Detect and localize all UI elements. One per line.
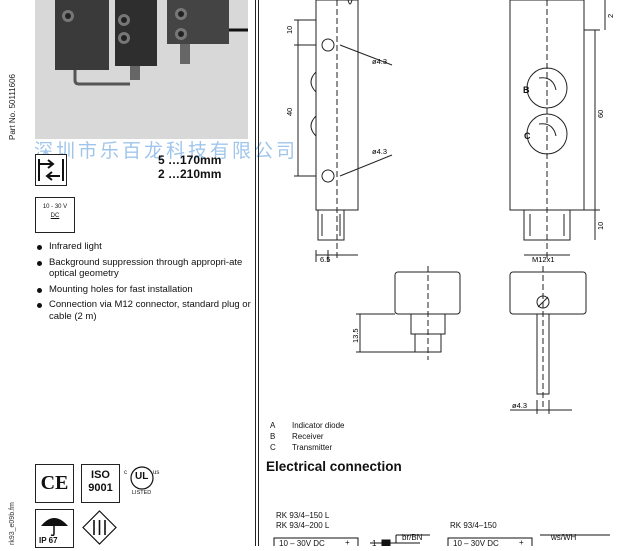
hole-diameter-dim: ø4.3 xyxy=(372,147,387,156)
ce-text: CE xyxy=(40,472,69,494)
ul-c-text: c xyxy=(124,470,127,476)
ip67-mark: IP 67 xyxy=(35,509,74,548)
feature-item: Background suppression through appropri-… xyxy=(36,257,251,280)
legend-text: Indicator diode xyxy=(292,421,345,430)
iso-9001-mark: ISO 9001 xyxy=(81,464,120,503)
feature-item: Infrared light xyxy=(36,241,251,253)
transmitter-plus-terminal: + xyxy=(519,538,524,547)
hole-gap-dim: 10 xyxy=(285,26,294,34)
receiver-model: RK 93/4–150 L xyxy=(276,511,330,520)
receiver-model-list: RK 93/4–150 L RK 93/4–200 L xyxy=(276,511,329,531)
legend-text: Receiver xyxy=(292,432,324,441)
bottom-gap-dim: 10 xyxy=(596,222,605,230)
pin-number: 1 xyxy=(372,539,377,548)
ul-text: UL xyxy=(135,471,149,482)
supply-type-text: DC xyxy=(50,213,60,219)
feature-item: Mounting holes for fast installation xyxy=(36,284,251,296)
feature-list: Infrared light Background suppression th… xyxy=(36,241,251,326)
hole-diameter-dim: ø4.3 xyxy=(372,57,387,66)
supply-voltage-icon: 10 - 30 V DC xyxy=(35,197,75,233)
iso-text: ISO xyxy=(91,469,110,481)
ul-us-text: us xyxy=(153,470,160,476)
connector-thread-dim: M12x1 xyxy=(532,255,555,264)
top-offset-dim: 2 xyxy=(606,14,615,18)
legend-key: B xyxy=(270,432,276,441)
receiver-plus-terminal: + xyxy=(345,538,350,547)
drawing-legend: A Indicator diode B Receiver C Transmitter xyxy=(270,420,344,453)
ce-mark: CE xyxy=(35,464,74,503)
iso-number: 9001 xyxy=(88,482,113,494)
ip-rating-text: IP 67 xyxy=(39,536,58,545)
legend-item: A Indicator diode xyxy=(270,420,344,431)
legend-item: B Receiver xyxy=(270,431,344,442)
transmitter-label: C xyxy=(524,131,531,141)
umbrella-icon xyxy=(41,518,68,537)
product-photo xyxy=(35,0,248,139)
protection-class-icon xyxy=(81,509,118,546)
feature-item: Connection via M12 connector, standard p… xyxy=(36,299,251,322)
cable-length-dim: 13.5 xyxy=(351,328,360,343)
sensing-mode-icon xyxy=(35,154,67,186)
column-divider xyxy=(255,0,256,546)
receiver-wire-color: br/BN xyxy=(402,533,423,542)
wiring-diagram xyxy=(273,534,610,546)
receiver-label: B xyxy=(523,85,530,95)
sensor-photo-graphic xyxy=(35,0,248,139)
legend-key: C xyxy=(270,443,276,452)
transmitter-supply: 10 – 30V DC xyxy=(453,539,499,548)
legend-item: C Transmitter xyxy=(270,442,344,453)
transmitter-wire-color: ws/WH xyxy=(551,533,577,542)
receiver-supply: 10 – 30V DC xyxy=(279,539,325,548)
hole-spacing-dim: 40 xyxy=(285,108,294,116)
offset-dim: 6.5 xyxy=(320,255,330,264)
range-value-1: 5 …170mm xyxy=(158,153,222,167)
cable-diameter-dim: ø4.3 xyxy=(512,401,527,410)
dimension-drawing: B C ø4.3 ø4.3 6.5 M12x1 ø4.3 10 40 60 10… xyxy=(285,0,615,414)
ul-listed-text: LISTED xyxy=(132,490,152,496)
receiver-model: RK 93/4–200 L xyxy=(276,521,330,530)
range-value-2: 2 …210mm xyxy=(158,167,222,181)
watermark-text: 深圳市乐百龙科技有限公司 xyxy=(34,140,299,162)
transmitter-model: RK 93/4–150 xyxy=(450,521,497,530)
electrical-connection-heading: Electrical connection xyxy=(266,459,402,474)
document-id: rk93_e09b.fm xyxy=(9,502,16,545)
legend-key: A xyxy=(270,421,276,430)
ul-listed-mark: c UL us LISTED xyxy=(124,464,160,500)
part-number: Part No. 50111606 xyxy=(8,74,17,140)
legend-text: Transmitter xyxy=(292,443,333,452)
supply-voltage-text: 10 - 30 V xyxy=(42,204,68,210)
column-divider xyxy=(258,0,259,546)
height-dim: 60 xyxy=(596,110,605,118)
